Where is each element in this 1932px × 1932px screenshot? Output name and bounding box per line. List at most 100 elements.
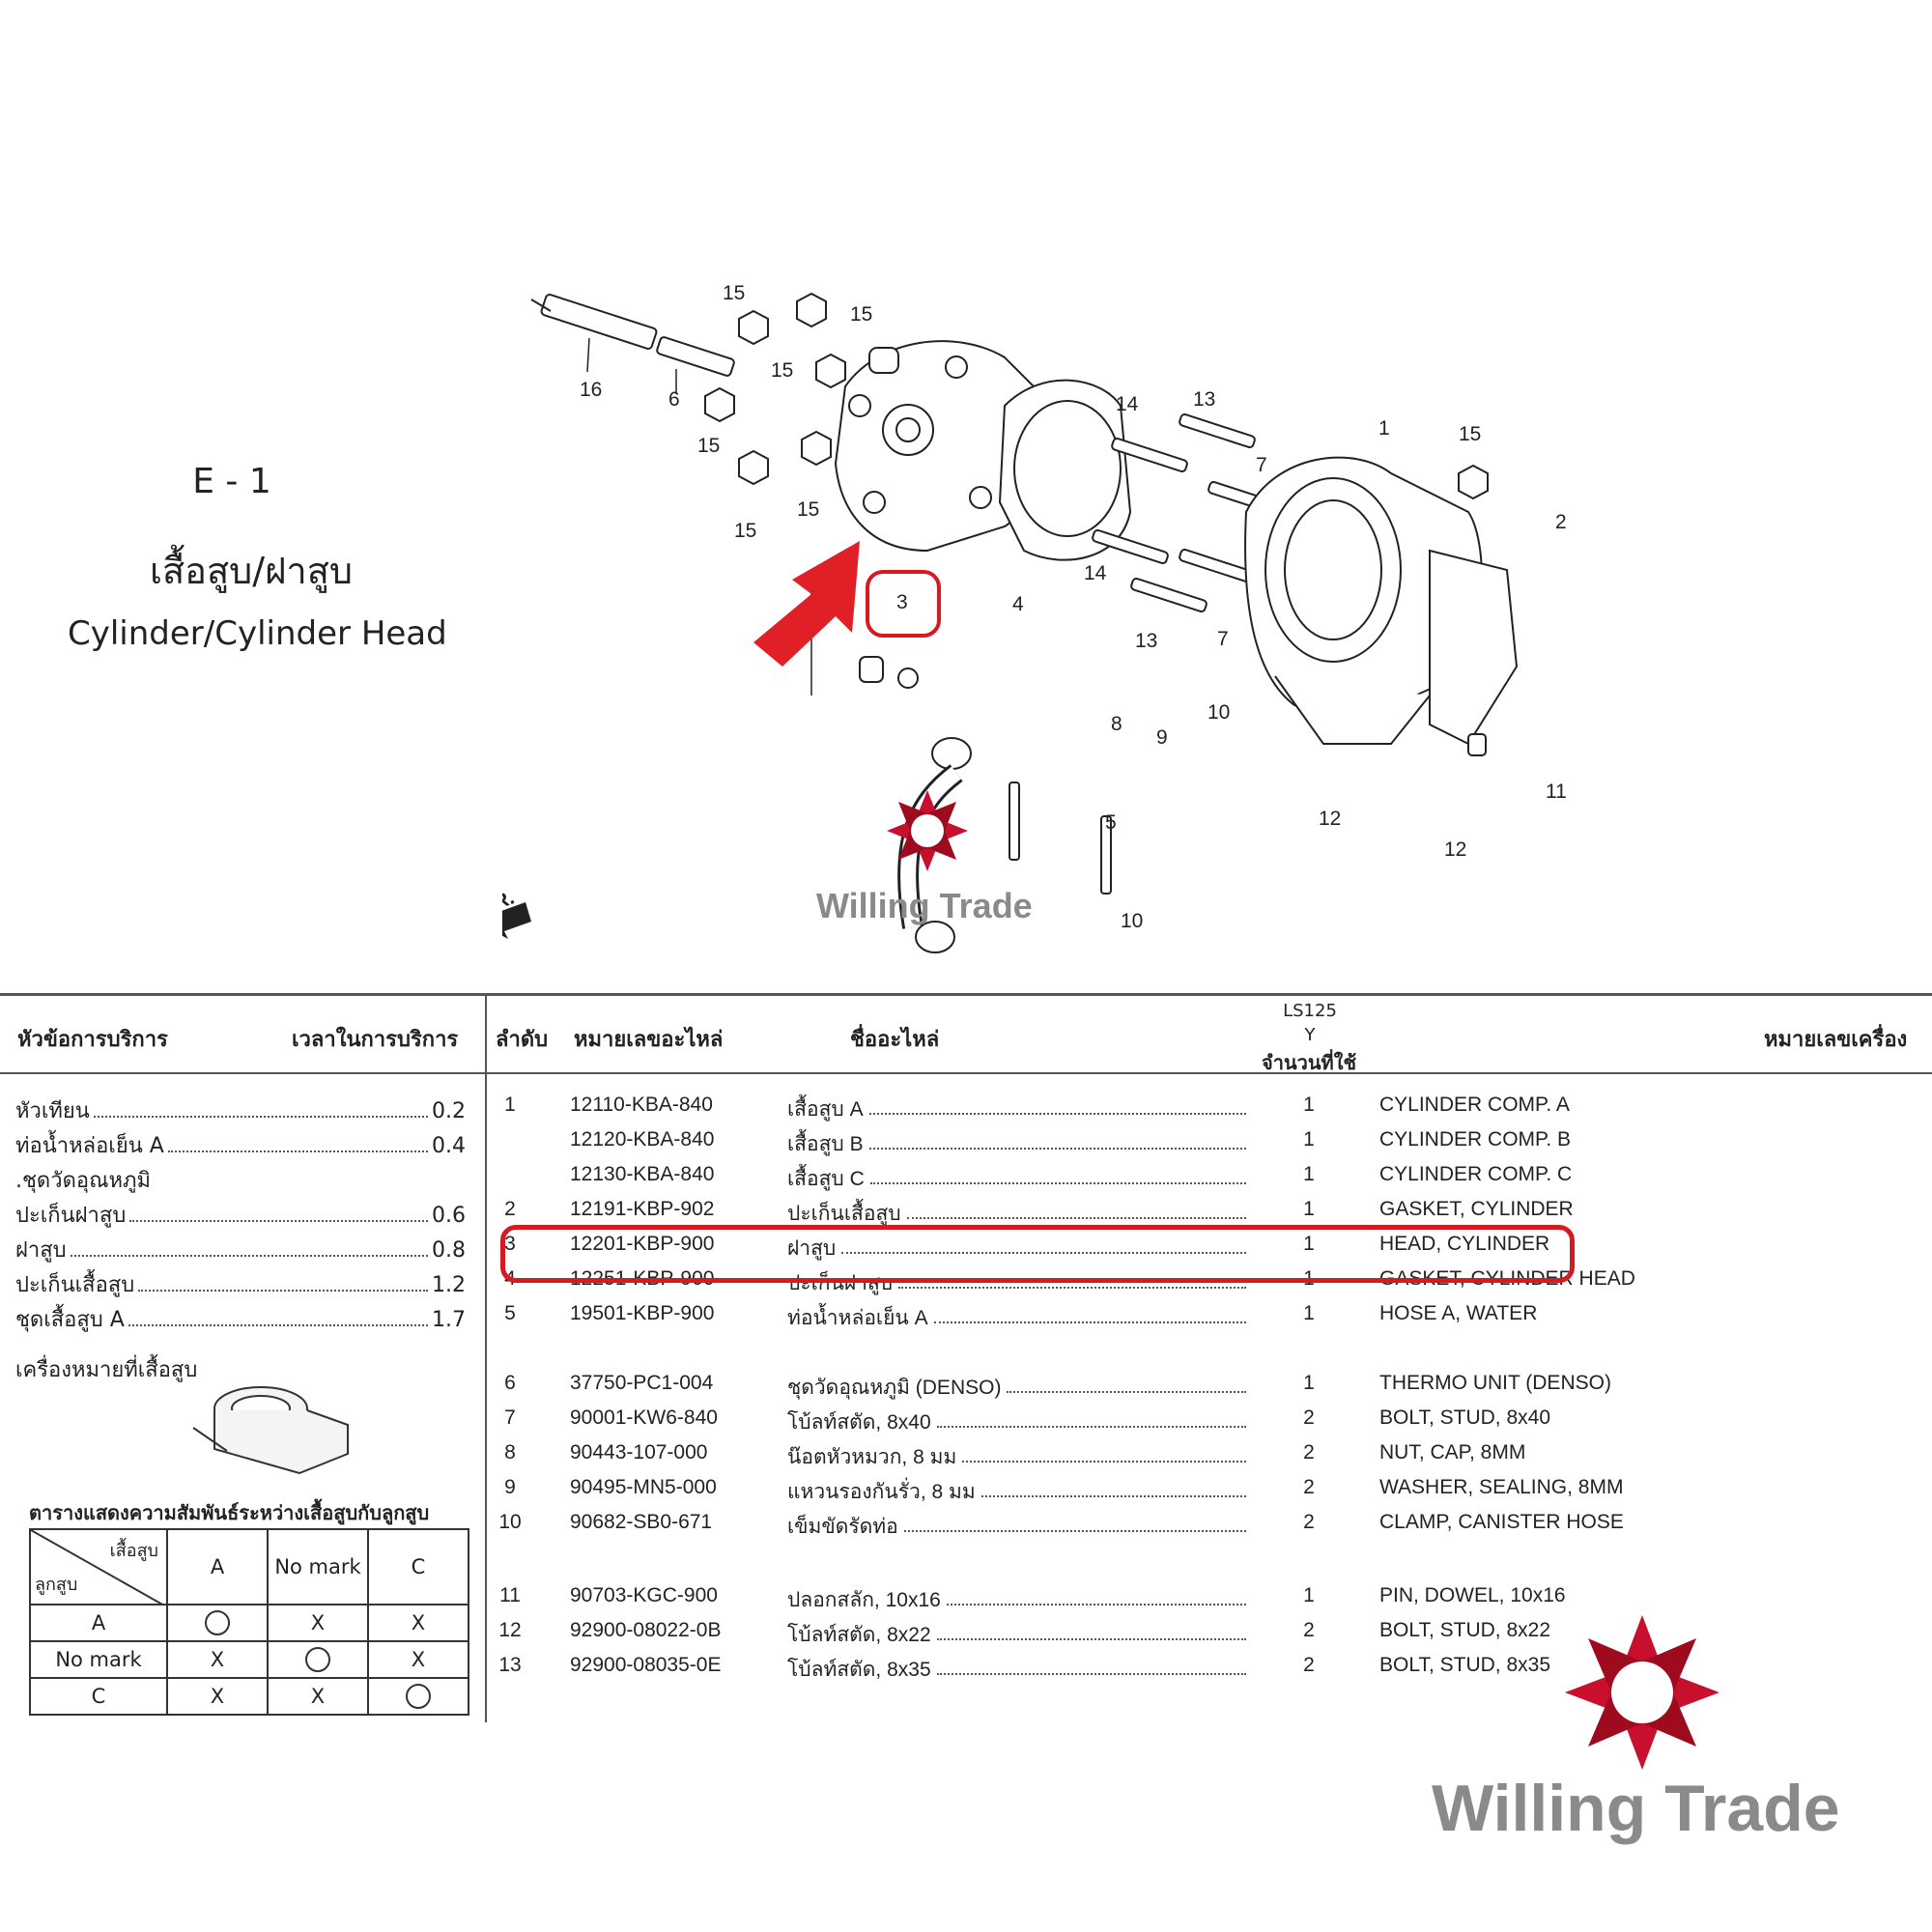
- clamp-lower-part: [915, 921, 955, 953]
- callout-12a: 12: [1319, 808, 1341, 830]
- part-name-th: เสื้อสูบ B: [787, 1133, 864, 1155]
- relation-row-header: No mark: [29, 1640, 168, 1679]
- part-number: 12130-KBA-840: [570, 1163, 715, 1185]
- part-name-en: BOLT, STUD, 8x22: [1379, 1619, 1551, 1641]
- callout-2: 2: [1555, 511, 1567, 533]
- callout-13a: 13: [1193, 388, 1215, 411]
- part-name-th: เสื้อสูบ C: [787, 1168, 865, 1190]
- relation-cell: [367, 1677, 469, 1716]
- part-qty: 1: [1303, 1128, 1315, 1151]
- stud-12a-part: [1009, 781, 1020, 861]
- section-title-th: เสื้อสูบ/ฝาสูบ: [149, 550, 354, 592]
- col-qty-used: จำนวนที่ใช้: [1262, 1051, 1357, 1074]
- part-seq: 9: [504, 1476, 516, 1498]
- callout-14b: 14: [1084, 562, 1107, 584]
- stud-bolts-group: [1092, 412, 1285, 613]
- part-name-th: ชุดวัดอุณหภูมิ (DENSO): [787, 1377, 1002, 1399]
- part-qty: 2: [1303, 1511, 1315, 1533]
- callout-10b: 10: [1121, 910, 1143, 932]
- part-qty: 2: [1303, 1476, 1315, 1498]
- relation-col-header: C: [367, 1528, 469, 1605]
- relation-cell: X: [267, 1677, 369, 1716]
- dot-leader: [937, 1654, 1246, 1675]
- part-seq: 13: [498, 1654, 522, 1676]
- part-name-en: PIN, DOWEL, 10x16: [1379, 1584, 1566, 1606]
- dot-leader: [898, 1267, 1246, 1289]
- part-name-th: แหวนรองกันรั่ว, 8 มม: [787, 1481, 976, 1503]
- part-name-en: HOSE A, WATER: [1379, 1302, 1538, 1324]
- relation-row-header: C: [29, 1677, 168, 1716]
- part-number: 12191-KBP-902: [570, 1198, 715, 1220]
- callout-15a: 15: [723, 282, 745, 304]
- head-gasket-part: [998, 379, 1132, 561]
- part-seq: 7: [504, 1406, 516, 1429]
- svg-text:Willing Trade: Willing Trade: [1432, 1772, 1840, 1845]
- part-name-th: น๊อตหัวหมวก, 8 มม: [787, 1446, 957, 1468]
- dot-leader: [904, 1511, 1246, 1532]
- table-vertical-divider: [485, 993, 487, 1722]
- exploded-parts-diagram: 16 6 15 15 15 15 15 15 15 3 4 14 13 7 1 …: [502, 282, 1567, 953]
- col-service-time: เวลาในการบริการ: [292, 1028, 459, 1052]
- relation-col-header: A: [166, 1528, 269, 1605]
- part-number: 92900-08022-0B: [570, 1619, 722, 1641]
- section-title-en: Cylinder/Cylinder Head: [68, 614, 447, 653]
- cap-nuts-group: [704, 292, 1489, 500]
- part-seq: 3: [504, 1233, 516, 1255]
- part-name-en: NUT, CAP, 8MM: [1379, 1441, 1526, 1463]
- part-qty: 2: [1303, 1619, 1315, 1641]
- dot-leader: [869, 1128, 1246, 1150]
- callout-15f: 15: [734, 520, 756, 542]
- callout-16: 16: [580, 379, 602, 401]
- callout-1: 1: [1378, 417, 1390, 440]
- col-seq: ลำดับ: [496, 1028, 549, 1052]
- relation-cell: X: [166, 1640, 269, 1679]
- dot-leader: [934, 1302, 1246, 1323]
- dot-leader: [962, 1441, 1246, 1463]
- part-number: 90001-KW6-840: [570, 1406, 718, 1429]
- part-number: 12201-KBP-900: [570, 1233, 715, 1255]
- col-service-topic: หัวข้อการบริการ: [17, 1028, 168, 1052]
- part-qty: 1: [1303, 1198, 1315, 1220]
- relation-cell: X: [166, 1677, 269, 1716]
- part-qty: 2: [1303, 1654, 1315, 1676]
- part-name-th: ปลอกสลัก, 10x16: [787, 1589, 941, 1611]
- part-number: 92900-08035-0E: [570, 1654, 722, 1676]
- section-code: E - 1: [192, 462, 271, 501]
- part-name-th: โบ้ลท์สตัด, 8x35: [787, 1659, 931, 1681]
- part-name-en: HEAD, CYLINDER: [1379, 1233, 1550, 1255]
- part-name-th: ปะเก็นเสื้อสูบ: [787, 1203, 901, 1225]
- highlight-row-3: [500, 1225, 1575, 1283]
- part-seq: 11: [499, 1584, 521, 1606]
- washer-9-part: [897, 668, 919, 689]
- part-name-en: CYLINDER COMP. B: [1379, 1128, 1571, 1151]
- part-number: 12110-KBA-840: [570, 1094, 713, 1116]
- callout-labels: 16 6 15 15 15 15 15 15 15 3 4 14 13 7 1 …: [580, 282, 1567, 932]
- col-model: LS125: [1283, 1001, 1337, 1021]
- relation-col-header: No mark: [267, 1528, 369, 1605]
- callout-10a: 10: [1208, 701, 1230, 724]
- callout-12b: 12: [1444, 838, 1466, 861]
- part-number: 90682-SB0-671: [570, 1511, 713, 1533]
- col-engine-no: หมายเลขเครื่อง: [1764, 1028, 1908, 1052]
- part-name-th: เข็มขัดรัดท่อ: [787, 1516, 898, 1538]
- clamp-upper-part: [931, 737, 972, 770]
- callout-13b: 13: [1135, 630, 1157, 652]
- dot-leader: [937, 1619, 1246, 1640]
- part-name-th: ฝาสูบ: [787, 1237, 837, 1260]
- callout-15d: 15: [697, 435, 720, 457]
- part-qty: 2: [1303, 1441, 1315, 1463]
- part-seq: 5: [504, 1302, 516, 1324]
- cylinder-gasket-part: [1429, 549, 1519, 746]
- dot-leader: [981, 1476, 1246, 1497]
- front-arrow-icon: FR.: [502, 887, 531, 939]
- part-number: 90443-107-000: [570, 1441, 708, 1463]
